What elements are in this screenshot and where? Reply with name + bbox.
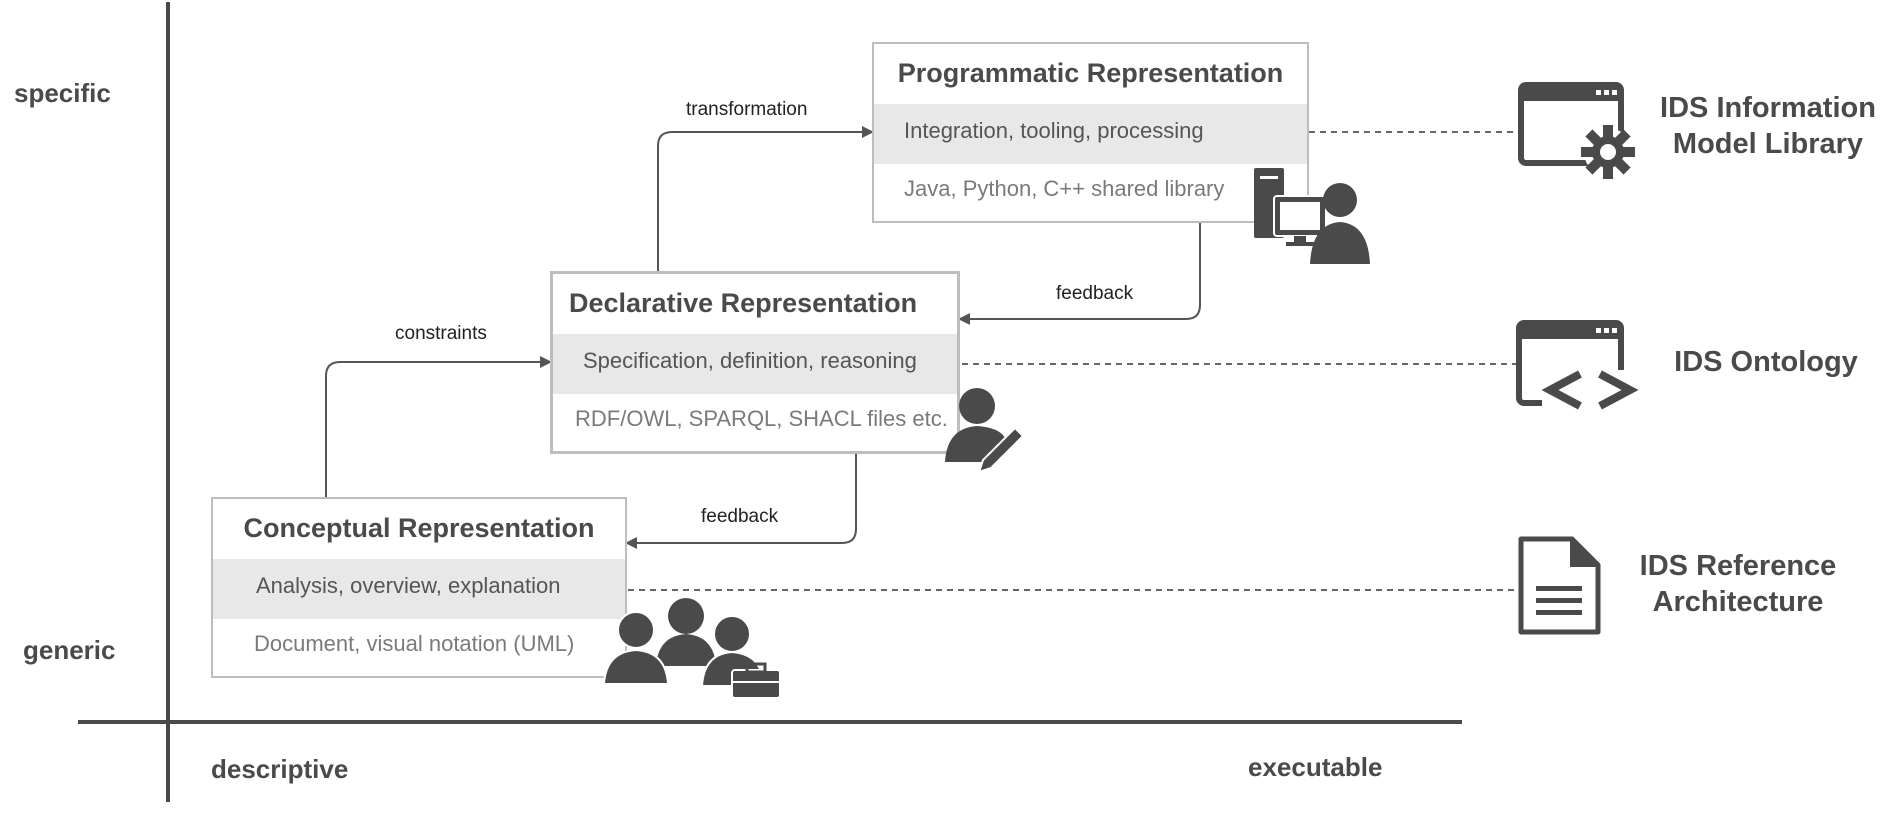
constraints-label: constraints xyxy=(395,323,487,344)
editor-person-icon xyxy=(945,388,1023,474)
x-axis-left-label: descriptive xyxy=(211,754,349,784)
conceptual-band: Analysis, overview, explanation xyxy=(213,559,625,619)
transformation-arrow xyxy=(657,126,874,271)
feedback-bottom-label: feedback xyxy=(701,506,779,527)
window-code-icon xyxy=(1516,320,1640,416)
y-axis-bottom-label: generic xyxy=(23,635,116,665)
library-label-line2: Model Library xyxy=(1672,128,1864,160)
document-icon xyxy=(1518,536,1601,635)
architecture-label-line1: IDS Reference xyxy=(1639,550,1837,582)
declarative-representation-box: Declarative Representation Specification… xyxy=(550,271,960,454)
programmatic-foot: Java, Python, C++ shared library xyxy=(904,176,1225,201)
developer-computer-icon xyxy=(1254,168,1370,264)
ontology-label: IDS Ontology xyxy=(1674,346,1858,378)
programmatic-title: Programmatic Representation xyxy=(897,58,1284,88)
team-icon xyxy=(602,598,781,699)
window-gear-icon xyxy=(1518,82,1635,179)
declarative-title: Declarative Representation xyxy=(569,288,918,318)
library-label: IDS Information Model Library xyxy=(1650,90,1886,162)
x-axis-right-label: executable xyxy=(1248,752,1383,782)
architecture-label: IDS Reference Architecture xyxy=(1620,548,1856,620)
programmatic-band: Integration, tooling, processing xyxy=(874,104,1307,164)
library-label-line1: IDS Information xyxy=(1660,92,1876,124)
conceptual-foot: Document, visual notation (UML) xyxy=(254,631,575,656)
architecture-label-line2: Architecture xyxy=(1652,586,1824,618)
feedback-bottom-arrow xyxy=(625,454,857,549)
feedback-top-label: feedback xyxy=(1056,283,1134,304)
conceptual-representation-box: Conceptual Representation Analysis, over… xyxy=(211,497,627,678)
declarative-band: Specification, definition, reasoning xyxy=(553,334,957,394)
feedback-top-arrow xyxy=(958,223,1201,325)
conceptual-title: Conceptual Representation xyxy=(243,513,595,543)
programmatic-representation-box: Programmatic Representation Integration,… xyxy=(872,42,1309,223)
transformation-label: transformation xyxy=(686,99,808,120)
declarative-foot: RDF/OWL, SPARQL, SHACL files etc. xyxy=(575,406,948,431)
y-axis-top-label: specific xyxy=(14,78,111,108)
constraints-arrow xyxy=(325,356,552,497)
